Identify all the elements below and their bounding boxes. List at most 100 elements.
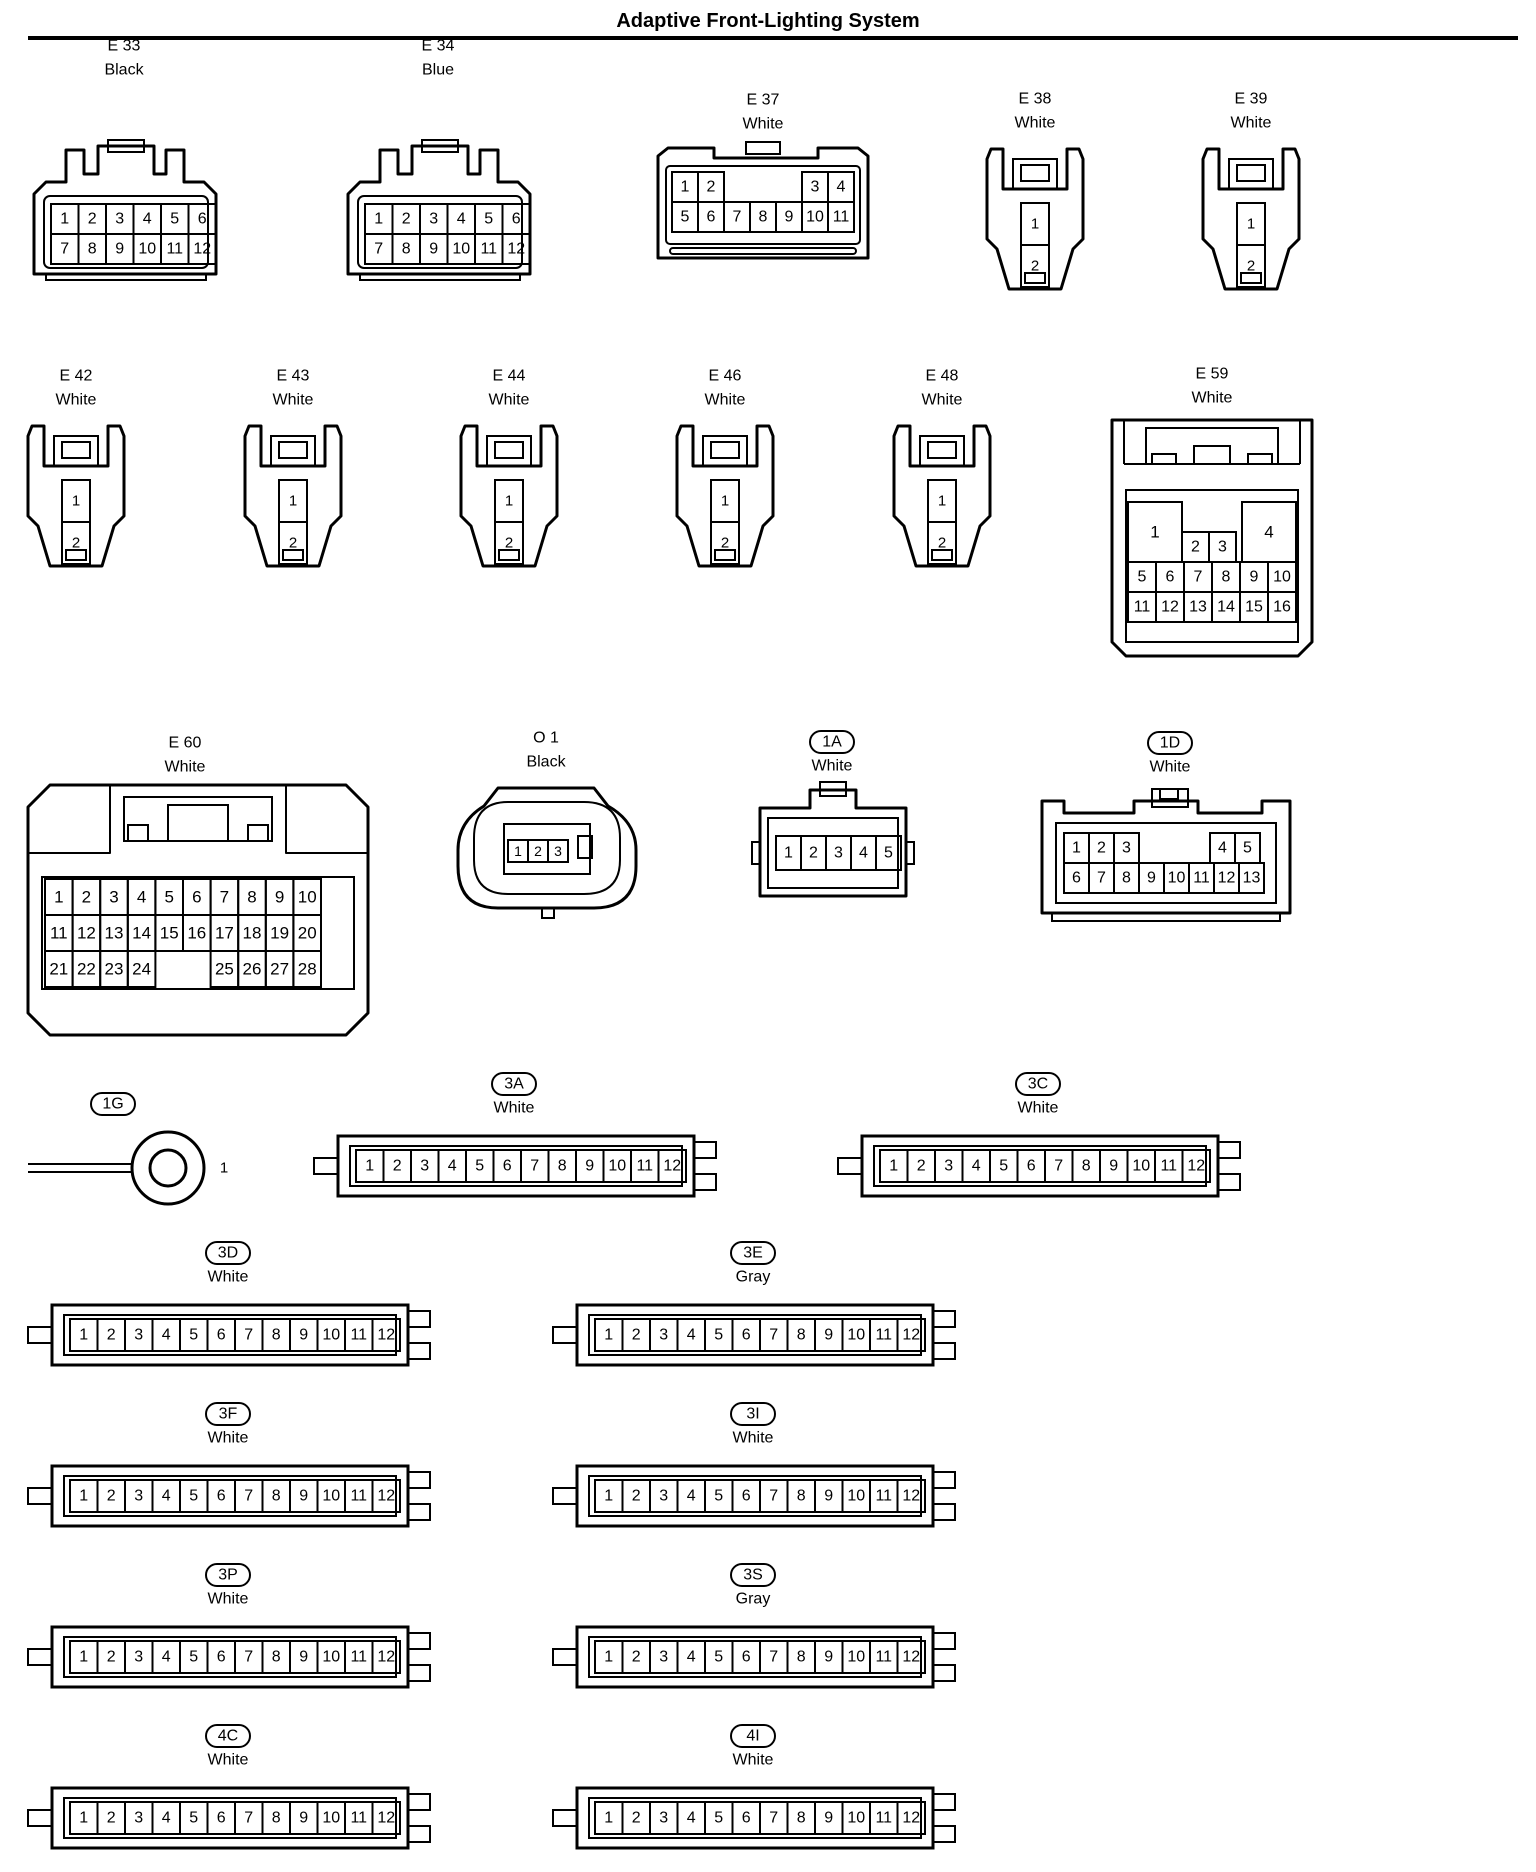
pin-label: 8 bbox=[272, 1649, 281, 1666]
pin-label: 11 bbox=[875, 1488, 892, 1505]
pin-label: 10 bbox=[322, 1327, 340, 1344]
housing-inner bbox=[63, 1314, 397, 1356]
latch bbox=[53, 435, 99, 467]
pin-label: 3 bbox=[1122, 840, 1131, 857]
pin-label: 9 bbox=[824, 1810, 833, 1827]
connector-color: White bbox=[705, 392, 746, 409]
pin-cell bbox=[896, 1318, 926, 1352]
pin-cell bbox=[371, 1640, 401, 1674]
pin-label: 1 bbox=[54, 888, 63, 907]
housing-base bbox=[669, 247, 857, 255]
pin-cell bbox=[896, 1640, 926, 1674]
pin-label: 13 bbox=[1189, 599, 1207, 616]
connector-code: E 37 bbox=[747, 92, 780, 109]
pin-label: 9 bbox=[824, 1488, 833, 1505]
connector-code-badge bbox=[491, 1072, 537, 1096]
pin-label: 2 bbox=[505, 535, 513, 552]
housing-detail bbox=[503, 823, 591, 875]
pin-label: 14 bbox=[1217, 599, 1235, 616]
pin-label: 6 bbox=[217, 1327, 226, 1344]
housing-base bbox=[45, 273, 207, 281]
connector-code-badge bbox=[809, 730, 855, 754]
pin-label: 8 bbox=[272, 1488, 281, 1505]
pin-label: 4 bbox=[1218, 840, 1227, 857]
pin-label: 2 bbox=[107, 1810, 116, 1827]
pin-label: 6 bbox=[192, 888, 201, 907]
connector-code: E 42 bbox=[60, 368, 93, 385]
connector-color: White bbox=[208, 1591, 249, 1608]
pin-label: 12 bbox=[377, 1327, 395, 1344]
pin-label: 2 bbox=[632, 1810, 641, 1827]
housing-inner bbox=[873, 1145, 1207, 1187]
pin-label: 8 bbox=[797, 1327, 806, 1344]
pin-label: 9 bbox=[1109, 1158, 1118, 1175]
pin-label: 4 bbox=[859, 845, 868, 862]
pin-label: 2 bbox=[72, 535, 80, 552]
pin-label: 1 bbox=[604, 1810, 613, 1827]
pin-label: 8 bbox=[402, 241, 411, 258]
pin-label: 1 bbox=[1072, 840, 1081, 857]
pin-label: 2 bbox=[393, 1158, 402, 1175]
housing-detail bbox=[27, 1809, 53, 1827]
housing-detail bbox=[123, 796, 273, 842]
housing-inner bbox=[665, 165, 861, 245]
connector-color: Black bbox=[526, 754, 566, 771]
pin-label: 1 bbox=[938, 493, 946, 510]
connector-color: White bbox=[273, 392, 314, 409]
housing-detail bbox=[27, 1487, 53, 1505]
connector-code: E 46 bbox=[709, 368, 742, 385]
pin-label: 10 bbox=[847, 1810, 865, 1827]
latch-window bbox=[278, 441, 308, 459]
pin-label: 24 bbox=[132, 960, 151, 979]
pin-label: 2 bbox=[1191, 539, 1200, 556]
housing-outline bbox=[32, 144, 218, 276]
housing-detail bbox=[693, 1141, 717, 1159]
pin-label: 17 bbox=[215, 924, 234, 943]
pin-label: 3 bbox=[109, 888, 118, 907]
pin-label: 5 bbox=[884, 845, 893, 862]
pin-label: 11 bbox=[350, 1810, 367, 1827]
connector-code: 3C bbox=[1028, 1076, 1048, 1093]
pin-label: 1 bbox=[784, 845, 793, 862]
connector-color: White bbox=[1150, 759, 1191, 776]
connector-code: 4I bbox=[746, 1728, 759, 1745]
pin-label: 1 bbox=[289, 493, 297, 510]
pin-label: 9 bbox=[299, 1488, 308, 1505]
pin-label: 7 bbox=[769, 1649, 778, 1666]
pin-label: 5 bbox=[681, 209, 690, 226]
housing-detail bbox=[407, 1793, 431, 1811]
housing-detail bbox=[932, 1825, 956, 1843]
pin-label: 6 bbox=[217, 1488, 226, 1505]
housing-detail bbox=[1217, 1141, 1241, 1159]
housing-detail bbox=[247, 824, 269, 842]
pin-label: 6 bbox=[217, 1810, 226, 1827]
housing-inner bbox=[588, 1314, 922, 1356]
pin-label: 11 bbox=[480, 241, 497, 258]
pin-label: 3 bbox=[659, 1488, 668, 1505]
housing-inner bbox=[1125, 489, 1299, 643]
pin-label: 1 bbox=[374, 211, 383, 228]
pin-label: 1 bbox=[681, 179, 690, 196]
pin-label: 3 bbox=[134, 1649, 143, 1666]
pin-label: 8 bbox=[558, 1158, 567, 1175]
housing-outline bbox=[656, 146, 870, 260]
pin-label: 10 bbox=[847, 1327, 865, 1344]
housing-inner bbox=[588, 1797, 922, 1839]
pin-label: 10 bbox=[322, 1649, 340, 1666]
housing-detail bbox=[552, 1326, 578, 1344]
pin-label: 2 bbox=[289, 535, 297, 552]
connector-code-badge bbox=[1015, 1072, 1061, 1096]
pin-label: 6 bbox=[1072, 870, 1081, 887]
pin-label: 7 bbox=[1097, 870, 1106, 887]
housing-detail bbox=[407, 1471, 431, 1489]
latch-window bbox=[494, 441, 524, 459]
pin-label: 22 bbox=[77, 960, 96, 979]
pin-label: 10 bbox=[608, 1158, 626, 1175]
pin-label: 5 bbox=[999, 1158, 1008, 1175]
pin-label: 14 bbox=[132, 924, 151, 943]
